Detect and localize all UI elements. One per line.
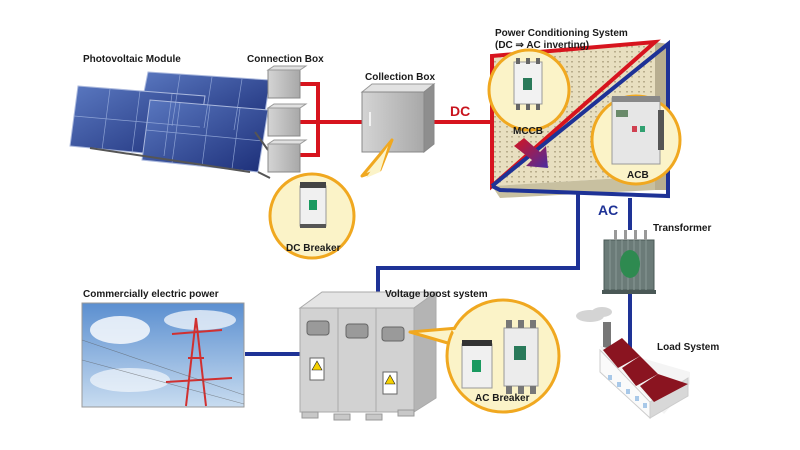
connection-boxes (266, 65, 308, 173)
dc-breaker-callout (268, 138, 394, 260)
connection-box-1 (266, 65, 308, 99)
collection-box-image (360, 82, 436, 154)
dc-to-ac-arrow-icon (514, 138, 548, 168)
transformer-label: Transformer (653, 223, 712, 234)
pcs-label-line2: (DC ⇒ AC inverting) (495, 40, 590, 51)
ac-breaker-large-image (503, 320, 539, 394)
transformer-image (602, 230, 656, 294)
voltage-boost-cabinet-image (298, 291, 438, 421)
load-system-label: Load System (657, 342, 720, 353)
acb-image (611, 96, 664, 165)
acb-label: ACB (627, 170, 649, 181)
load-system-factory-image (576, 307, 690, 420)
ac-label: AC (598, 202, 619, 218)
connection-box-label: Connection Box (247, 54, 324, 65)
commercial-power-label: Commercially electric power (83, 289, 219, 300)
dc-label: DC (450, 103, 471, 119)
connection-box-3 (266, 139, 308, 173)
ac-breaker-small-image (461, 340, 493, 389)
pcs-dc-side (490, 39, 661, 191)
dc-wiring (300, 82, 496, 157)
pcs-label-line1: Power Conditioning System (495, 28, 628, 39)
mccb-label: MCCB (513, 126, 543, 137)
photovoltaic-module-image (69, 71, 271, 179)
mccb-callout (487, 48, 571, 132)
acb-callout (590, 94, 682, 186)
commercial-power-image (81, 302, 245, 408)
voltage-boost-label: Voltage boost system (385, 289, 488, 300)
dc-breaker-label: DC Breaker (286, 243, 341, 254)
ac-breaker-label: AC Breaker (475, 393, 530, 404)
warning-sign-1 (309, 357, 325, 381)
ac-breaker-callout (408, 298, 561, 414)
ac-wiring (245, 190, 632, 356)
connection-box-2 (266, 103, 308, 137)
mccb-image (513, 58, 543, 110)
dc-breaker-image (299, 182, 327, 228)
pcs-ac-side (490, 39, 670, 199)
warning-sign-2 (382, 371, 398, 395)
photovoltaic-module-label: Photovoltaic Module (83, 54, 181, 65)
collection-box-label: Collection Box (365, 72, 436, 83)
